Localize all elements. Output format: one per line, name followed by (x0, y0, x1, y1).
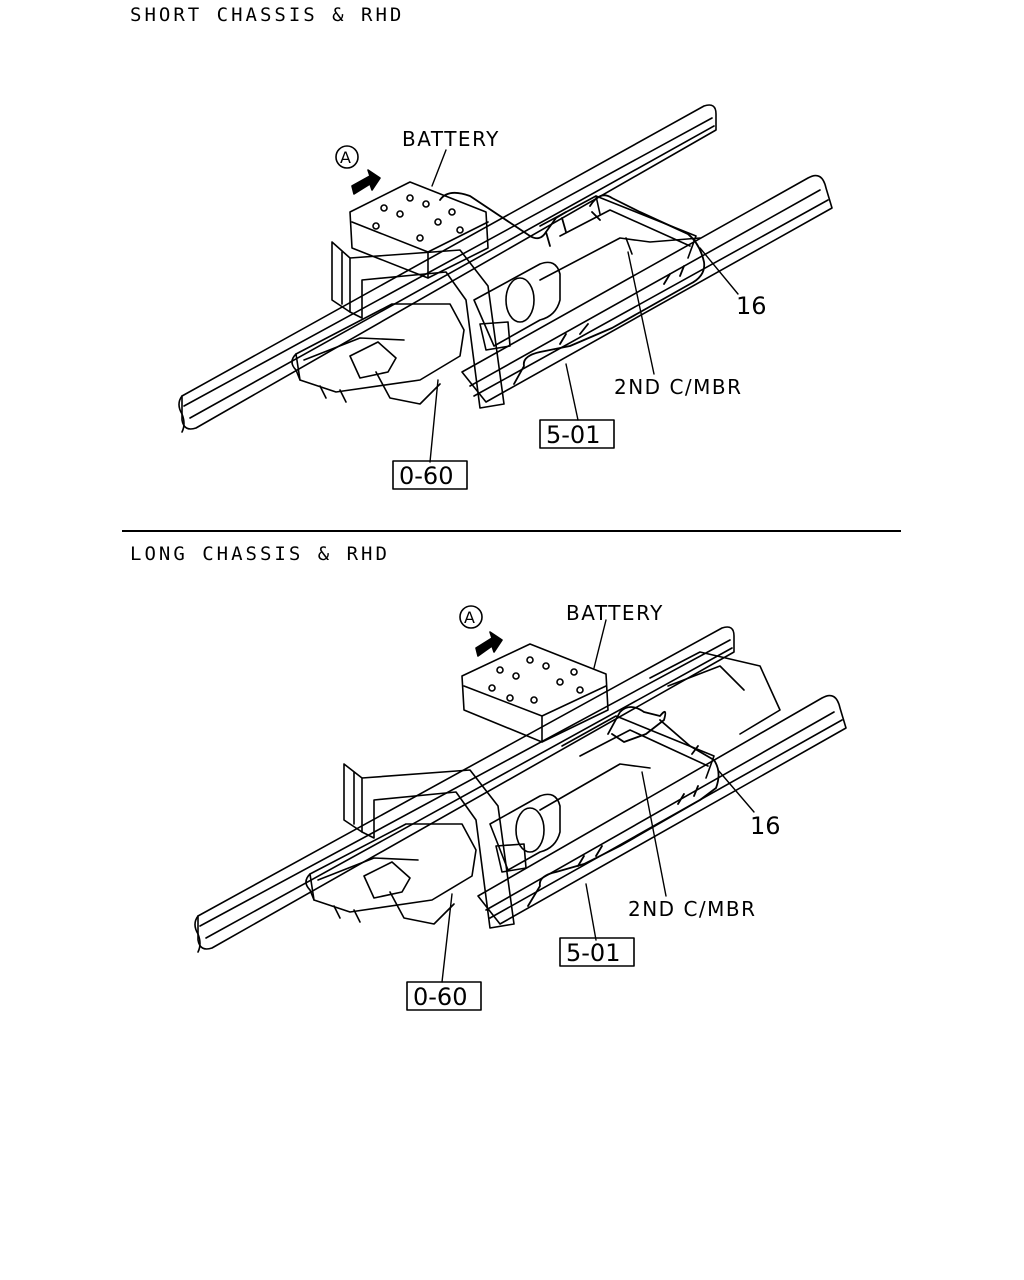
view-marker-a: A (464, 608, 475, 627)
rear-frame-section (649, 651, 781, 735)
muffler (489, 763, 651, 871)
view-arrow-a: A (459, 605, 503, 657)
battery-carrier (331, 241, 511, 409)
long-chassis-heading: LONG CHASSIS & RHD (130, 543, 390, 565)
short-chassis-heading: SHORT CHASSIS & RHD (130, 4, 405, 26)
transmission-assembly (305, 823, 477, 925)
wiring-harness (527, 706, 720, 907)
transmission-assembly (291, 303, 465, 405)
frame-rail-right (477, 694, 847, 925)
ref-box-0-60 (392, 460, 468, 490)
leader-lines (429, 149, 739, 463)
view-marker-a: A (340, 148, 351, 167)
frame-rail-right (461, 174, 833, 403)
part-16-label: 16 (750, 812, 781, 840)
short-chassis-diagram: A BATTERY 16 2ND C/MBR 5-01 0-60 (178, 104, 833, 490)
ref-box-5-01 (539, 419, 615, 449)
section-divider (122, 530, 901, 532)
frame-rail-left (194, 626, 735, 953)
wiring-harness (439, 191, 706, 385)
leader-lines (441, 619, 755, 983)
ref-box-0-60 (406, 981, 482, 1011)
ref-label-5-01: 5-01 (566, 939, 620, 967)
second-crossmember (561, 715, 715, 779)
ref-label-0-60: 0-60 (413, 983, 467, 1011)
ref-label-0-60: 0-60 (399, 462, 453, 490)
battery-carrier (343, 763, 527, 929)
part-16-label: 16 (736, 292, 767, 320)
battery-label: BATTERY (402, 127, 500, 151)
ref-label-5-01: 5-01 (546, 421, 600, 449)
crossmember-label: 2ND C/MBR (628, 897, 757, 921)
frame-rail-left (178, 104, 717, 433)
battery-box (461, 643, 609, 743)
crossmember-label: 2ND C/MBR (614, 375, 743, 399)
battery-label: BATTERY (566, 601, 664, 625)
view-arrow-a: A (335, 145, 381, 195)
ref-box-5-01 (559, 937, 635, 967)
long-chassis-diagram: A BATTERY 16 2ND C/MBR 5-01 0-60 (194, 601, 847, 1011)
